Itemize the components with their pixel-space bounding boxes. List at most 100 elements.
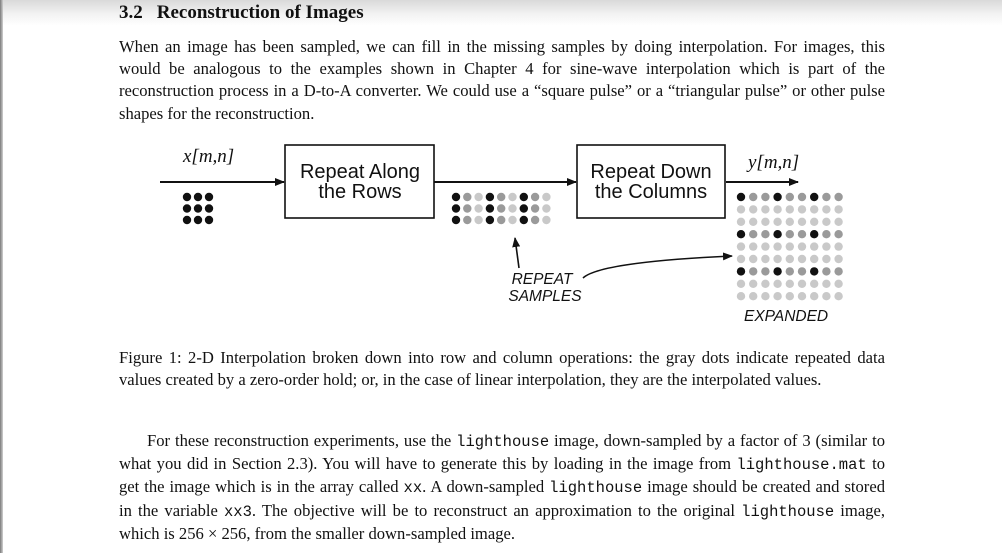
interpolated-dot bbox=[797, 242, 807, 251]
curved-pointer-arrow bbox=[582, 252, 733, 279]
sample-dot bbox=[182, 215, 192, 225]
sample-dot bbox=[773, 267, 782, 276]
interpolated-dot bbox=[761, 242, 770, 251]
interpolated-dot bbox=[749, 217, 758, 226]
section-number: 3.2 bbox=[119, 2, 143, 23]
interpolated-dot bbox=[822, 279, 831, 288]
interpolated-dot bbox=[542, 204, 551, 213]
repeat-columns-box bbox=[576, 144, 726, 219]
sample-dot bbox=[773, 230, 782, 239]
sample-dot bbox=[519, 204, 528, 213]
sample-dot bbox=[736, 192, 746, 202]
interpolated-dot bbox=[761, 279, 770, 288]
interpolated-dot bbox=[749, 279, 758, 288]
sample-dot bbox=[204, 192, 214, 202]
interpolated-dot bbox=[822, 192, 831, 202]
figure-caption: Figure 1: 2-D Interpolation broken down … bbox=[119, 347, 885, 391]
interpolated-dot bbox=[736, 254, 746, 264]
samples-label: SAMPLES bbox=[508, 288, 582, 305]
p2-text-4: . A down-sampled bbox=[422, 477, 550, 497]
body-paragraph: For these reconstruction experiments, us… bbox=[119, 430, 885, 545]
interpolated-dot bbox=[810, 217, 819, 226]
sample-dot bbox=[204, 215, 214, 225]
sample-dot bbox=[773, 192, 782, 202]
row-repeated-dot-grid bbox=[451, 192, 551, 225]
interpolated-dot bbox=[508, 192, 517, 202]
interpolated-dot bbox=[834, 267, 843, 276]
sample-dot bbox=[485, 204, 495, 213]
interpolated-dot bbox=[761, 230, 770, 239]
input-signal-label: x[m,n] bbox=[182, 146, 234, 167]
interpolated-dot bbox=[530, 192, 540, 202]
repeat-rows-label-1: Repeat Along bbox=[300, 161, 420, 183]
interpolated-dot bbox=[773, 279, 782, 288]
interpolated-dot bbox=[785, 279, 794, 288]
intro-paragraph: When an image has been sampled, we can f… bbox=[119, 36, 885, 125]
p2-text-2: image, down-sampled by a factor of 3 (si… bbox=[119, 431, 885, 474]
code-lighthouse-mat: lighthouse.mat bbox=[736, 456, 867, 475]
interpolated-dot bbox=[474, 204, 483, 213]
interpolated-dot bbox=[761, 292, 770, 301]
interpolated-dot bbox=[773, 205, 782, 214]
interpolated-dot bbox=[810, 242, 819, 251]
repeat-pointer-arrow bbox=[512, 237, 521, 269]
interpolated-dot bbox=[822, 217, 831, 226]
interpolated-dot bbox=[749, 230, 758, 239]
p2-text-3: to get the image which is in the array c… bbox=[119, 454, 885, 497]
interpolated-dot bbox=[810, 254, 819, 264]
top-shadow bbox=[0, 0, 1002, 26]
repeat-columns-label-2: the Columns bbox=[595, 181, 707, 203]
interpolated-dot bbox=[834, 217, 843, 226]
interpolated-dot bbox=[822, 267, 831, 276]
interpolated-dot bbox=[822, 205, 831, 214]
p2-text-1: For these reconstruction experiments, us… bbox=[147, 431, 457, 450]
repeat-rows-label-2: the Rows bbox=[318, 181, 401, 203]
interpolated-dot bbox=[810, 205, 819, 214]
interpolated-dot bbox=[761, 192, 770, 202]
interpolated-dot bbox=[749, 205, 758, 214]
interpolated-dot bbox=[773, 292, 782, 301]
interpolated-dot bbox=[542, 215, 551, 225]
interpolated-dot bbox=[736, 205, 746, 214]
interpolated-dot bbox=[810, 279, 819, 288]
caption-text: 2-D Interpolation broken down into row a… bbox=[119, 348, 885, 390]
output-signal-label: y[m,n] bbox=[746, 152, 799, 173]
code-lighthouse-3: lighthouse bbox=[741, 502, 835, 521]
interpolated-dot bbox=[508, 215, 517, 225]
interpolated-dot bbox=[736, 217, 746, 226]
expanded-dot-grid bbox=[736, 192, 843, 301]
sample-dot bbox=[810, 230, 819, 239]
interpolated-dot bbox=[785, 192, 794, 202]
repeat-columns-label-1: Repeat Down bbox=[590, 161, 711, 183]
sample-dot bbox=[736, 230, 746, 239]
sample-dot bbox=[451, 192, 461, 202]
interpolated-dot bbox=[474, 192, 483, 202]
interpolated-dot bbox=[785, 230, 794, 239]
code-xx: xx bbox=[403, 479, 423, 498]
interpolated-dot bbox=[797, 267, 807, 276]
sample-dot bbox=[204, 204, 214, 213]
sample-dot bbox=[182, 192, 192, 202]
interpolated-dot bbox=[797, 254, 807, 264]
interpolated-dot bbox=[761, 217, 770, 226]
interpolated-dot bbox=[785, 242, 794, 251]
interpolated-dot bbox=[497, 215, 506, 225]
sample-dot bbox=[182, 204, 192, 213]
interpolated-dot bbox=[773, 254, 782, 264]
interpolated-dot bbox=[736, 242, 746, 251]
p2-text-5: image should be created and stored in th… bbox=[119, 477, 885, 520]
interpolated-dot bbox=[834, 292, 843, 301]
intro-line: When an image has been sampled, we can f… bbox=[119, 37, 855, 56]
interpolated-dot bbox=[797, 279, 807, 288]
code-lighthouse: lighthouse bbox=[456, 433, 550, 451]
interpolated-dot bbox=[530, 215, 540, 225]
interpolated-dot bbox=[822, 254, 831, 264]
interpolated-dot bbox=[773, 217, 782, 226]
interpolated-dot bbox=[822, 230, 831, 239]
interpolated-dot bbox=[474, 215, 483, 225]
interpolated-dot bbox=[785, 292, 794, 301]
sample-dot bbox=[810, 192, 819, 202]
interpolated-dot bbox=[542, 192, 551, 202]
interpolated-dot bbox=[797, 230, 807, 239]
